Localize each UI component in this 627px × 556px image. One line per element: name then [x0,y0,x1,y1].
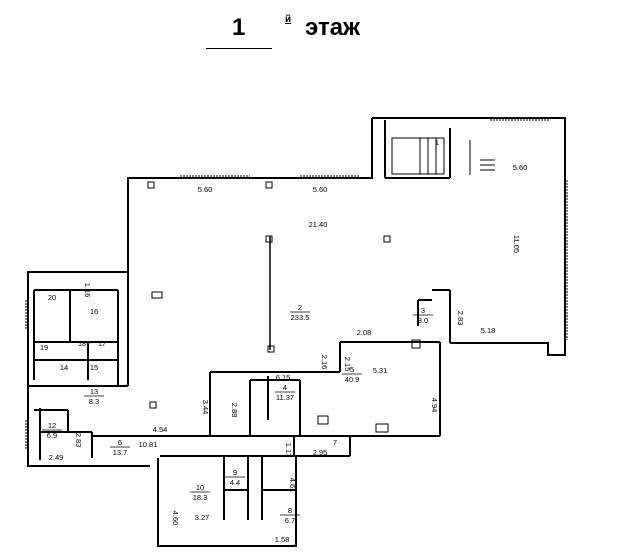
floor-number-suffix: й [285,14,292,25]
room-number-9: 9 [233,468,237,477]
floor-word: этаж [305,14,361,41]
walls [27,117,566,547]
dimension-label: 2.49 [49,453,64,462]
dimension-label: 5.60 [198,185,213,194]
room-number-7: 7 [333,438,337,447]
dimension-label: 4.61 [288,478,297,493]
dimension-label: 4.54 [153,425,168,434]
dimension-label: 4.60 [171,511,180,526]
outer-wall [27,118,373,467]
title-underline [206,48,272,49]
room-area-10: 18.3 [193,493,208,502]
dimension-labels: 5.60 5.60 5.60 21.40 11.05 5.18 2.83 2.08 2.16 2.… [49,163,528,544]
room-area-2: 233.5 [291,313,310,322]
dimension-label: 2.08 [357,328,372,337]
room-number-17: 17 [98,339,106,348]
outer-wall-south [157,455,297,547]
room-number-3: 3 [421,306,425,315]
dimension-label: 5.31 [373,366,388,375]
room-number-13: 13 [90,387,98,396]
dimension-label: 1.16 [83,283,92,298]
room-number-15: 15 [90,363,98,372]
dimension-label: 21.40 [309,220,328,229]
windows [25,119,568,450]
dimension-label: 2.88 [230,403,239,418]
room-number-14: 14 [60,363,68,372]
dimension-label: 3.44 [201,400,210,415]
room-number-18: 18 [78,339,86,348]
dimension-label: 2.15 [343,357,352,372]
columns [147,181,421,433]
outer-wall-east [372,117,566,356]
dimension-label: 10.81 [139,440,158,449]
room-number-16: 16 [90,307,98,316]
room-area-13: 8.3 [89,397,99,406]
room-number-8: 8 [288,506,292,515]
dimension-label: 2.83 [456,311,465,326]
room-number-5: 5 [350,365,354,374]
room-area-6: 13.7 [113,448,128,457]
room-area-12: 6.9 [47,431,57,440]
room-area-4: 11.37 [276,393,294,402]
room-area-9: 4.4 [230,478,240,487]
dimension-label: 2.95 [313,448,328,457]
room-number-1: 1 [435,138,439,147]
dimension-label: 11.05 [512,235,521,253]
floor-title: 1 й этаж [0,0,627,60]
stairs [391,137,495,175]
room-number-6: 6 [118,438,122,447]
room-area-3: 3.0 [418,316,428,325]
dimension-label: 1.17 [284,443,293,458]
room-area-5: 40.9 [345,375,360,384]
room-number-4: 4 [283,383,287,392]
room-numbers: 12233.533.0411.37540.9613.7786.794.41018… [40,138,439,525]
dimension-label: 2.16 [320,355,329,370]
dimension-label: 4.94 [430,398,439,413]
dimension-label: 5.60 [513,163,528,172]
room-area-8: 6.7 [285,516,295,525]
room-number-12: 12 [48,421,56,430]
room-number-20: 20 [48,293,56,302]
dimension-label: 3.27 [195,513,210,522]
room-number-19: 19 [40,343,48,352]
dimension-label: 1.58 [275,535,290,544]
room-number-2: 2 [298,303,302,312]
dimension-label: 2.83 [74,433,83,448]
floor-number: 1 [232,14,246,41]
dimension-label: 5.60 [313,185,328,194]
room-number-10: 10 [196,483,204,492]
dimension-label: 5.18 [481,326,496,335]
dimension-label: 6.15 [276,373,291,382]
